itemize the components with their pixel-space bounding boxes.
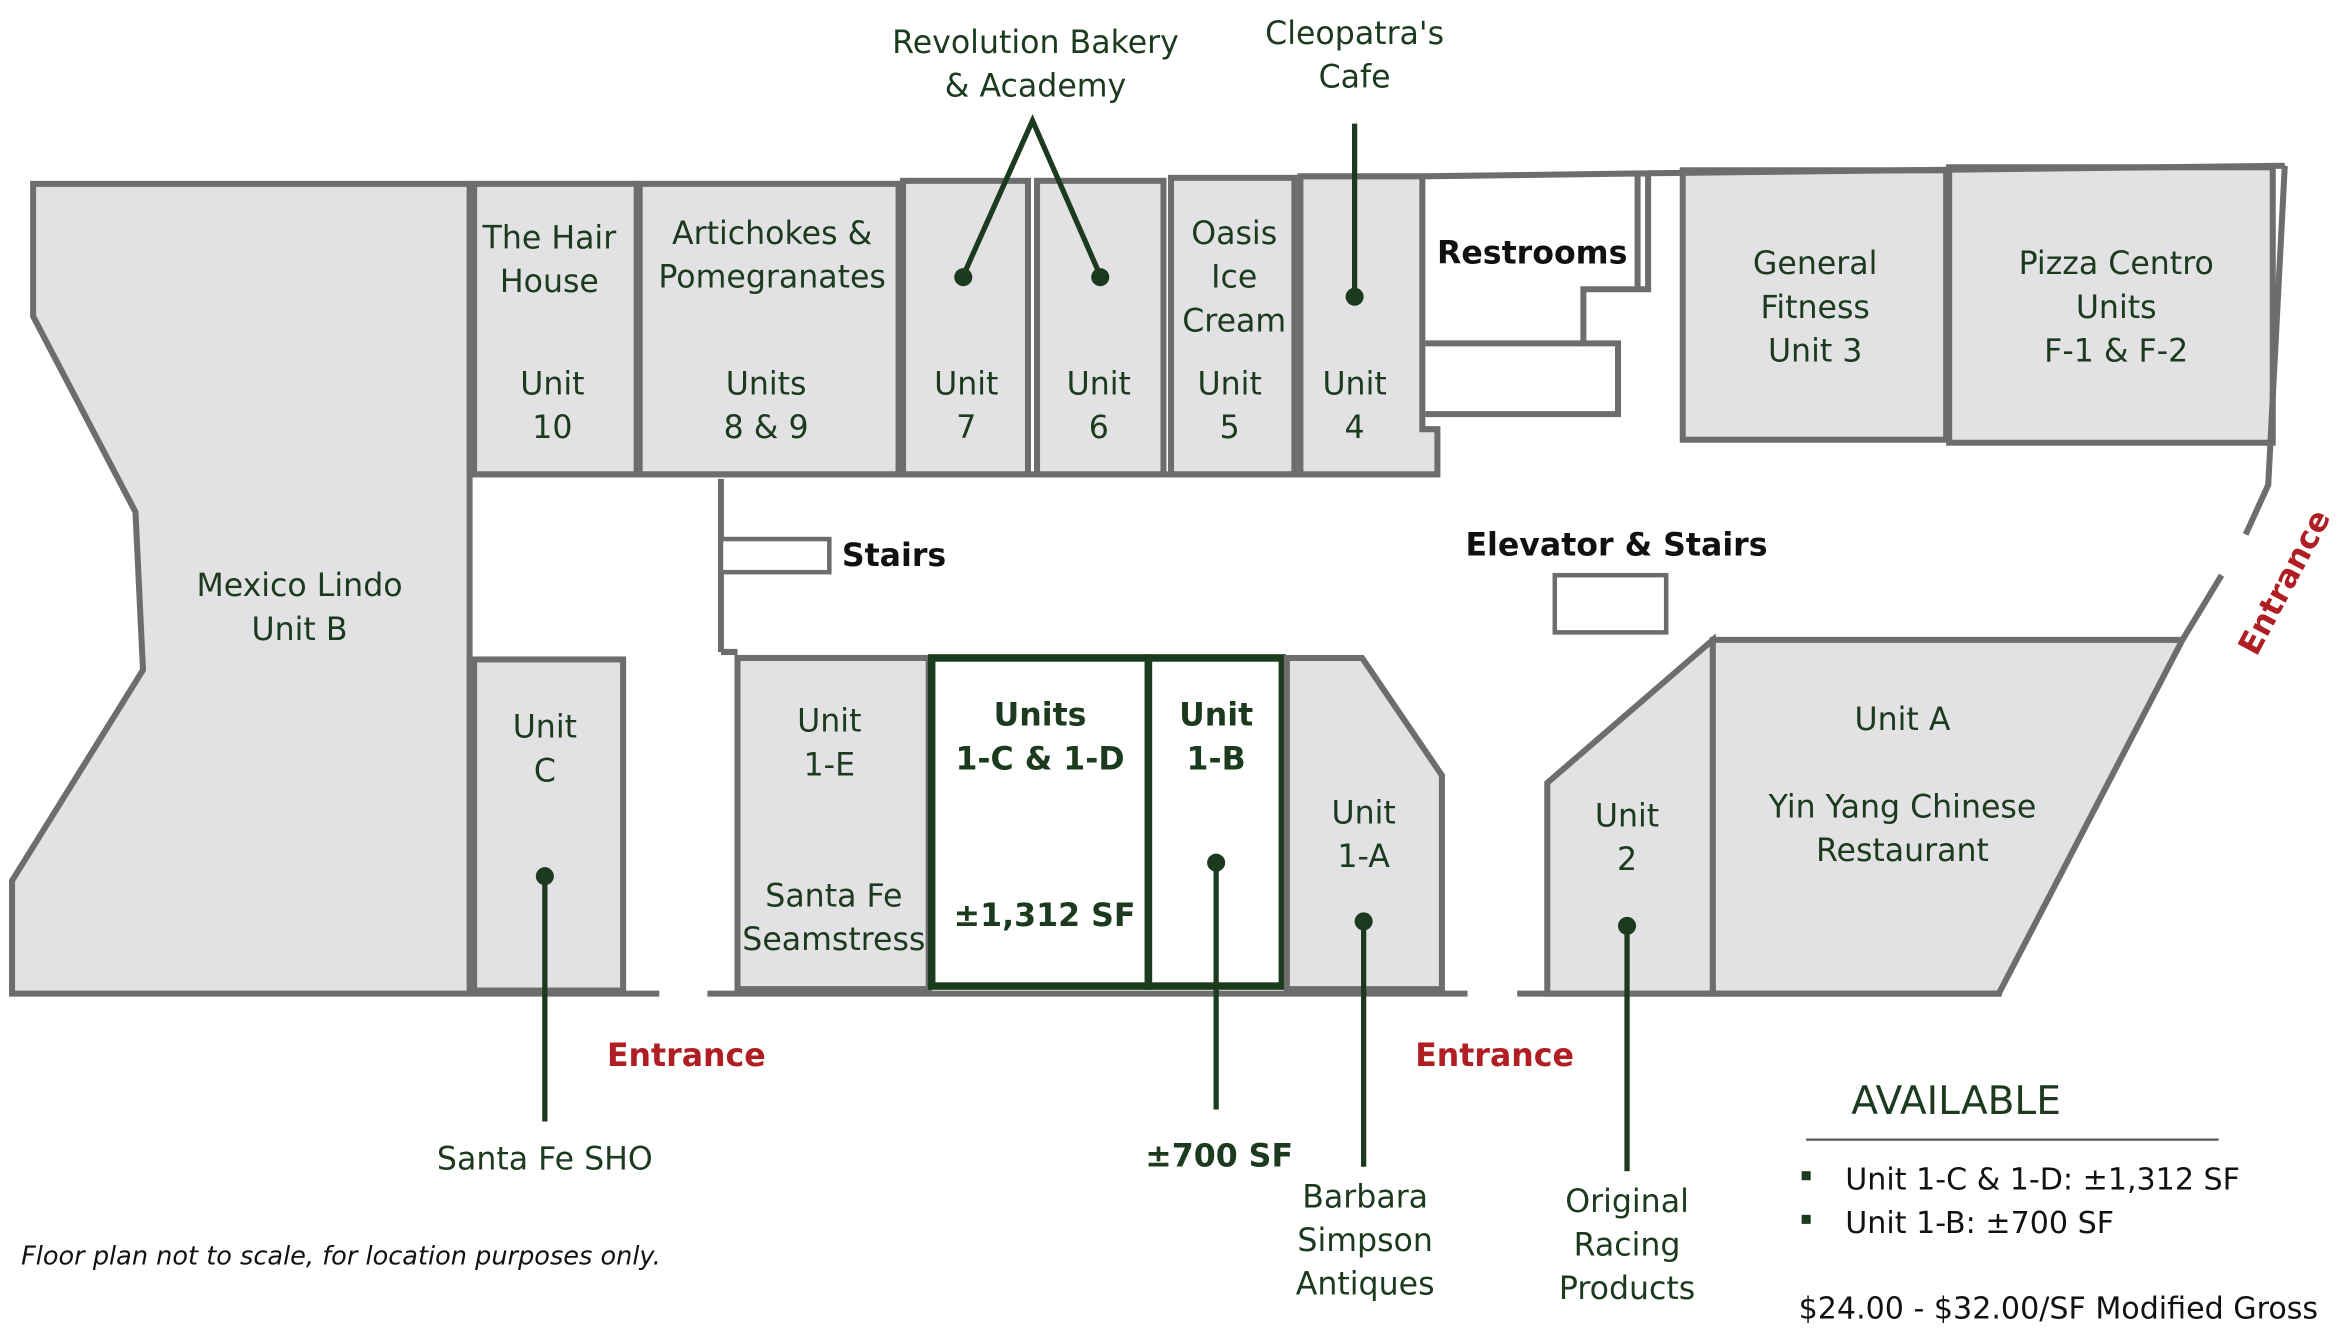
elevator (1552, 572, 1669, 635)
unit-4[interactable] (1297, 173, 1441, 478)
callout-santa-fe-sho: Santa Fe SHO (437, 1142, 653, 1178)
label-elevator: Elevator & Stairs (1465, 528, 1767, 564)
stairs (718, 536, 832, 575)
legend-price: $24.00 - $32.00/SF Modified Gross (1799, 1292, 2318, 1327)
unit-f1-f2[interactable] (1946, 164, 2276, 446)
unit-5[interactable] (1167, 174, 1298, 478)
unit-1e[interactable] (734, 654, 932, 993)
entrance-label-1: Entrance (607, 1038, 766, 1074)
unit-8-9[interactable] (636, 180, 902, 478)
disclaimer: Floor plan not to scale, for location pu… (21, 1242, 661, 1272)
callout-unit-1b-size: ±700 SF (1145, 1139, 1293, 1175)
unit-1a[interactable] (1283, 654, 1445, 993)
label-stairs: Stairs (842, 538, 946, 574)
label-restrooms: Restrooms (1437, 236, 1627, 272)
unit-mexico-lindo[interactable] (9, 180, 473, 997)
legend-item-1: Unit 1-C & 1-D: ±1,312 SF (1845, 1162, 2240, 1197)
unit-6[interactable] (1034, 177, 1167, 478)
unit-7[interactable] (900, 177, 1032, 478)
entrance-label-2: Entrance (1415, 1038, 1574, 1074)
unit-c[interactable] (471, 656, 627, 994)
legend-item-2: Unit 1-B: ±700 SF (1845, 1206, 2114, 1241)
callout-revolution-bakery: Revolution Bakery& Academy (892, 25, 1179, 105)
legend-title: AVAILABLE (1851, 1079, 2061, 1124)
